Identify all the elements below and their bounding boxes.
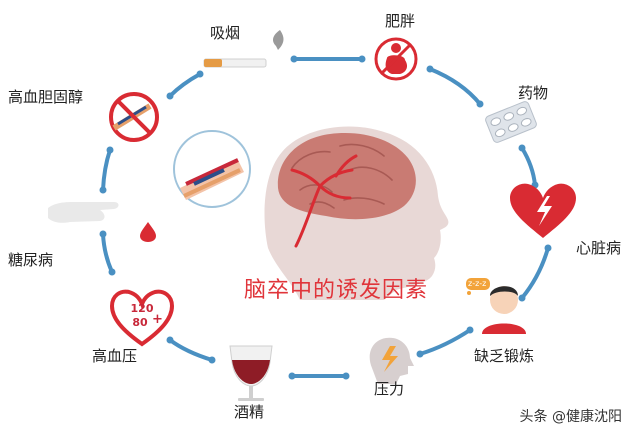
obesity-icon [374,37,418,81]
inactive-person-icon [466,278,526,334]
label-smoking: 吸烟 [210,24,241,42]
connector-diabetes-cholesterol [101,148,112,192]
connector-drugs-heart [520,146,537,187]
artery-zoom-icon [173,130,251,208]
pill-pack-icon [485,101,537,143]
connector-cholesterol-smoking [168,72,202,98]
connector-obesity-drugs [428,67,482,106]
label-drugs: 药物 [518,84,549,102]
label-obesity: 肥胖 [385,12,416,30]
connector-alcohol-hypertension [168,338,214,362]
bp-plus-sign: + [152,312,163,327]
blood-pressure-heart-icon [109,289,175,347]
bp-diastolic: 80 [132,316,148,329]
label-heart-disease: 心脏病 [576,239,622,257]
bp-systolic: 120 [130,302,154,315]
diagram-title: 脑卒中的诱发因素 [244,278,429,303]
heart-icon [510,183,576,238]
thought-bubble-text: z-z-z [468,279,487,288]
connector-hypertension-diabetes [101,232,114,274]
watermark: 头条 @健康沈阳 [519,409,622,425]
wine-glass-icon [229,345,273,401]
connector-heart-exercise [520,246,550,300]
finger-blood-drop-icon [48,202,156,242]
label-diabetes: 糖尿病 [8,251,54,269]
stress-head-icon [369,337,414,384]
label-lack-of-exercise: 缺乏锻炼 [474,347,535,365]
label-alcohol: 酒精 [234,403,265,421]
cigarette-icon [203,30,284,68]
connector-exercise-stress [418,328,472,356]
cholesterol-blocked-artery-icon [109,92,159,142]
head-brain-illustration [264,126,449,301]
label-cholesterol: 高血胆固醇 [8,88,84,106]
label-stress: 压力 [374,380,405,398]
artery-network [290,154,358,248]
label-hypertension: 高血压 [92,347,138,365]
